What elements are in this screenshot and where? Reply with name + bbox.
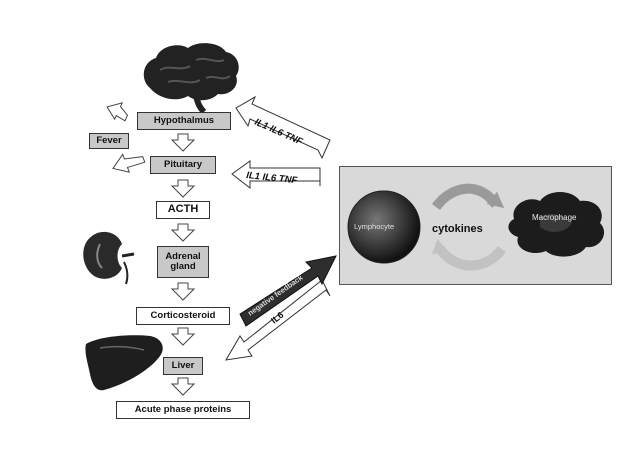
arrow-cortico-liver xyxy=(170,327,196,346)
arrow-hypo-fever xyxy=(106,102,129,122)
fever-label: Fever xyxy=(96,135,122,147)
liver-icon xyxy=(85,335,163,391)
macrophage-label: Macrophage xyxy=(532,213,577,222)
acth-label: ACTH xyxy=(167,203,199,216)
adrenal-label-1: Adrenal xyxy=(165,251,201,263)
cycle-arrow-top xyxy=(431,183,501,211)
adrenal-label-2: gland xyxy=(170,261,196,272)
adrenal-box: Adrenal gland xyxy=(157,246,209,278)
hypothalamus-label: Hypothalmus xyxy=(153,115,215,127)
liver-box: Liver xyxy=(163,357,203,375)
immune-panel: Lymphocyte cytokines Macrophage xyxy=(339,166,612,285)
signal-arrow-lower xyxy=(231,160,321,190)
immune-panel-graphics xyxy=(347,183,605,271)
signal-label-lower: IL1 IL6 TNF xyxy=(246,170,298,186)
lymphocyte-label: Lymphocyte xyxy=(354,222,395,231)
arrow-acth-adrenal xyxy=(170,223,196,242)
corticosteroid-box: Corticosteroid xyxy=(136,307,230,325)
arrow-pit-fever xyxy=(112,153,146,173)
lymphocyte-cell xyxy=(347,190,421,264)
corticosteroid-label: Corticosteroid xyxy=(150,310,216,322)
pituitary-label: Pituitary xyxy=(163,159,202,171)
acth-box: ACTH xyxy=(156,201,210,219)
hypothalamus-box: Hypothalmus xyxy=(137,112,231,130)
arrow-liver-proteins xyxy=(170,377,196,396)
acute-phase-box: Acute phase proteins xyxy=(116,401,250,419)
brain-icon xyxy=(143,43,239,115)
fever-box: Fever xyxy=(89,133,129,149)
acute-phase-label: Acute phase proteins xyxy=(134,404,232,416)
cytokines-label: cytokines xyxy=(432,223,483,235)
arrow-hypo-pit xyxy=(170,133,196,152)
signal-arrow-il6 xyxy=(225,279,331,361)
arrow-pit-acth xyxy=(170,179,196,198)
liver-label: Liver xyxy=(171,360,195,372)
signal-arrow-upper xyxy=(235,95,331,160)
dark-arrow-to-panel xyxy=(239,255,337,327)
cycle-arrow-bottom xyxy=(435,245,507,271)
kidney-icon xyxy=(83,231,135,285)
arrow-adrenal-cortico xyxy=(170,282,196,301)
pituitary-box: Pituitary xyxy=(150,156,216,174)
